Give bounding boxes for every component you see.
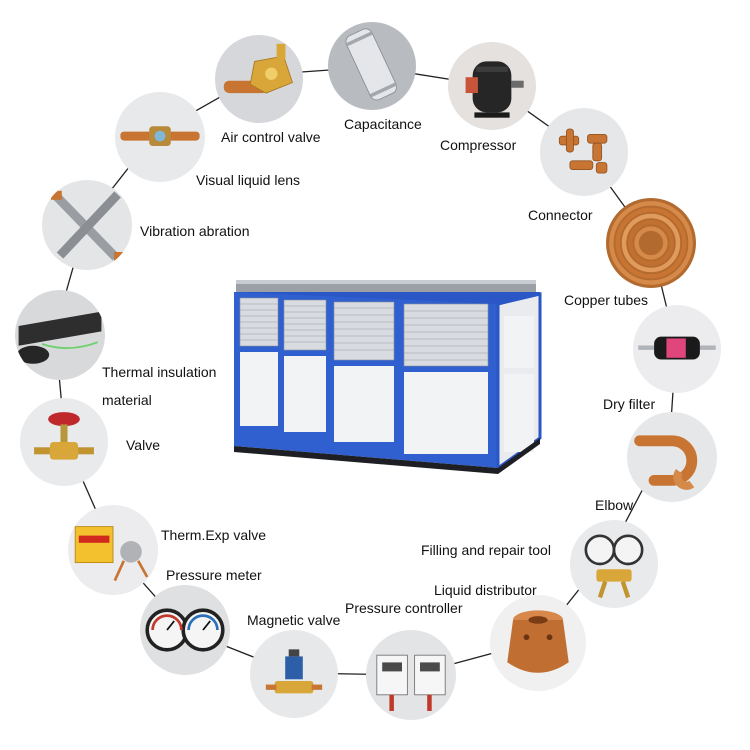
label-connector: Connector [528,207,593,223]
label-air-control-valve: Air control valve [221,129,321,145]
capacitor-icon [328,22,416,110]
insulation-tube-icon [15,290,105,380]
gauge-manifold-icon [570,520,658,608]
label-compressor: Compressor [440,137,517,153]
label-thermal-insulation-material: Thermal insulation material [102,364,217,408]
dry-filter-icon [633,305,721,393]
sight-glass-icon [115,92,205,182]
copper-tube-coil-icon [606,198,696,288]
pressure-gauges-icon [140,585,230,675]
label-elbow: Elbow [595,497,634,513]
chiller-unit-image [228,278,548,478]
label-pressure-meter: Pressure meter [166,567,262,583]
hand-valve-icon [20,398,108,486]
liquid-distributor-icon [490,595,586,691]
label-capacitance: Capacitance [344,116,422,132]
pressure-controller-icon [366,630,456,720]
copper-connector-icon [540,108,628,196]
label-pressure-controller: Pressure controller [345,600,463,616]
expansion-valve-icon [68,505,158,595]
label-therm-exp-valve: Therm.Exp valve [161,527,267,543]
copper-elbow-icon [627,412,717,502]
label-copper-tubes: Copper tubes [564,292,649,308]
label-vibration-abration: Vibration abration [140,223,250,239]
label-liquid-distributor: Liquid distributor [434,582,537,598]
label-dry-filter: Dry filter [603,396,656,412]
label-magnetic-valve: Magnetic valve [247,612,341,628]
label-visual-liquid-lens: Visual liquid lens [196,172,301,188]
vibration-absorber-icon [42,180,132,270]
air-control-valve-icon [215,35,303,123]
compressor-icon [448,42,536,130]
label-valve: Valve [126,437,160,453]
label-filling-repair-tool: Filling and repair tool [421,542,551,558]
solenoid-valve-icon [250,630,338,718]
